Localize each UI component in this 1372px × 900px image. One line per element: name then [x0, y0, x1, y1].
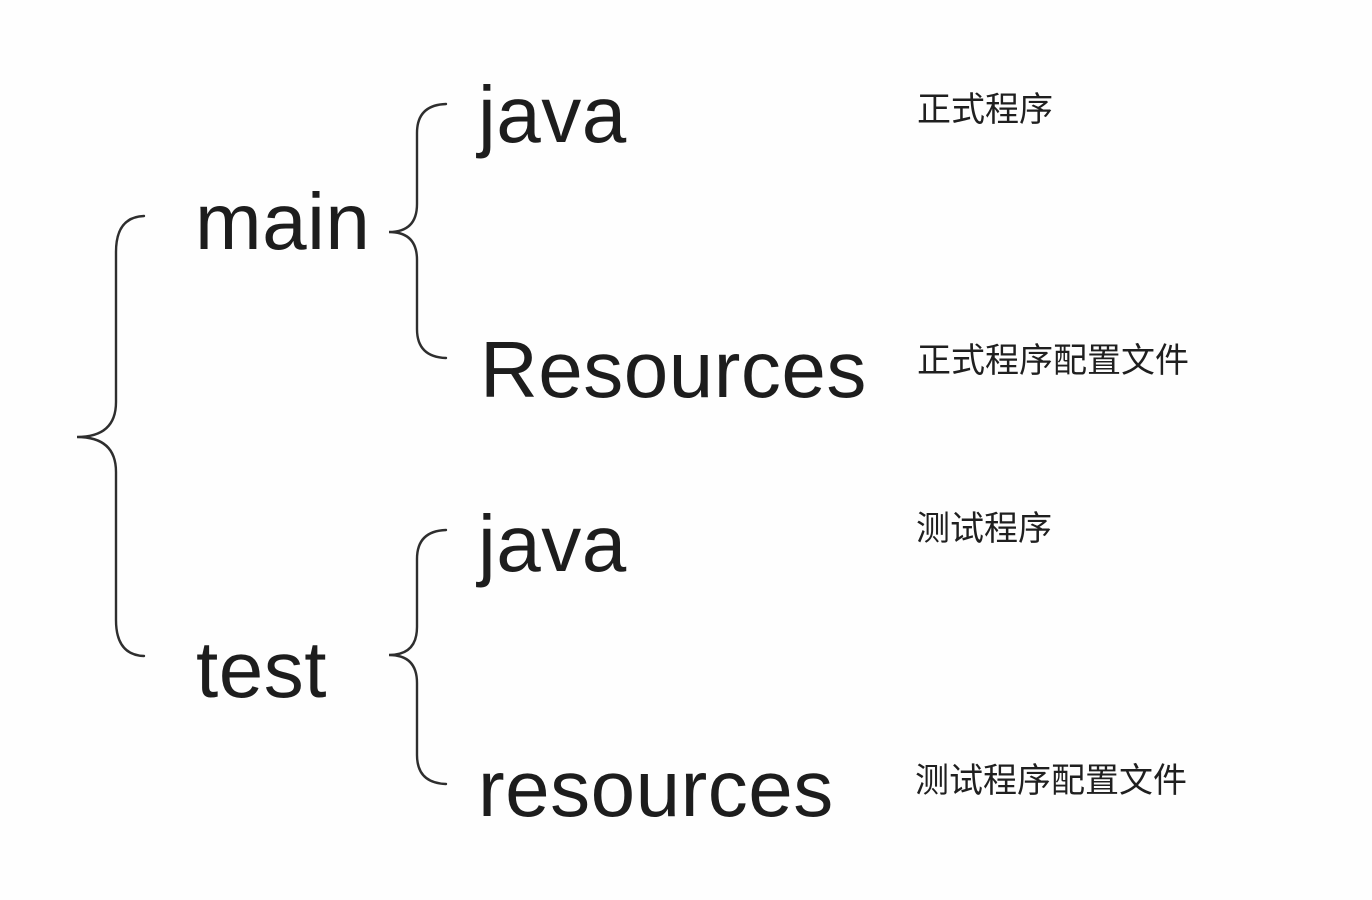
- node-main-resources: Resources: [480, 325, 867, 414]
- annotation-test-resources: 测试程序配置文件: [915, 762, 1187, 800]
- test-brace: [388, 528, 448, 786]
- annotation-test-java: 测试程序: [916, 510, 1052, 548]
- root-brace: [76, 214, 146, 658]
- annotation-main-resources: 正式程序配置文件: [917, 342, 1189, 380]
- node-test-java: java: [478, 499, 627, 588]
- node-main: main: [195, 177, 371, 266]
- node-test-resources: resources: [478, 744, 834, 833]
- node-main-java: java: [478, 70, 627, 159]
- node-test: test: [196, 625, 327, 714]
- main-brace: [388, 102, 448, 360]
- annotation-main-java: 正式程序: [917, 91, 1053, 129]
